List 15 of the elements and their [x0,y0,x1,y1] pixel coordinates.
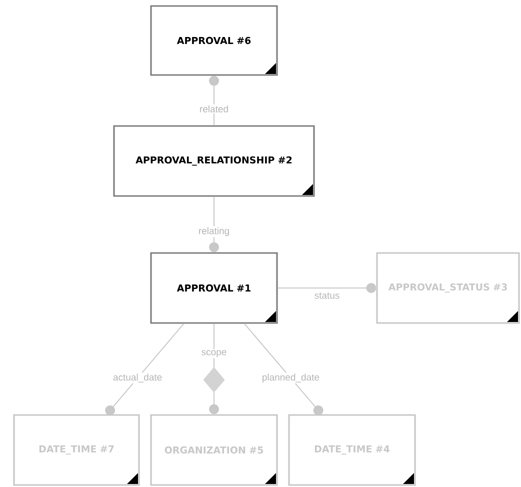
relationship-line [209,76,219,126]
relationship-line [244,323,324,416]
entity-box: APPROVAL_RELATIONSHIP #2 [113,125,315,197]
entity-box: APPROVAL #6 [150,5,278,76]
relationship-line [209,196,219,252]
edge-label: status [314,292,340,299]
edge-label: scope [200,349,228,358]
entity-box: APPROVAL #1 [150,252,278,324]
edge-label: related [198,104,230,114]
edge-label: relating [197,226,231,238]
relationship-line [105,323,184,416]
relationship-line [203,323,225,414]
relationship-line [277,283,376,293]
edge-label: planned_date [260,372,321,384]
edge-label: actual_date [112,372,164,384]
